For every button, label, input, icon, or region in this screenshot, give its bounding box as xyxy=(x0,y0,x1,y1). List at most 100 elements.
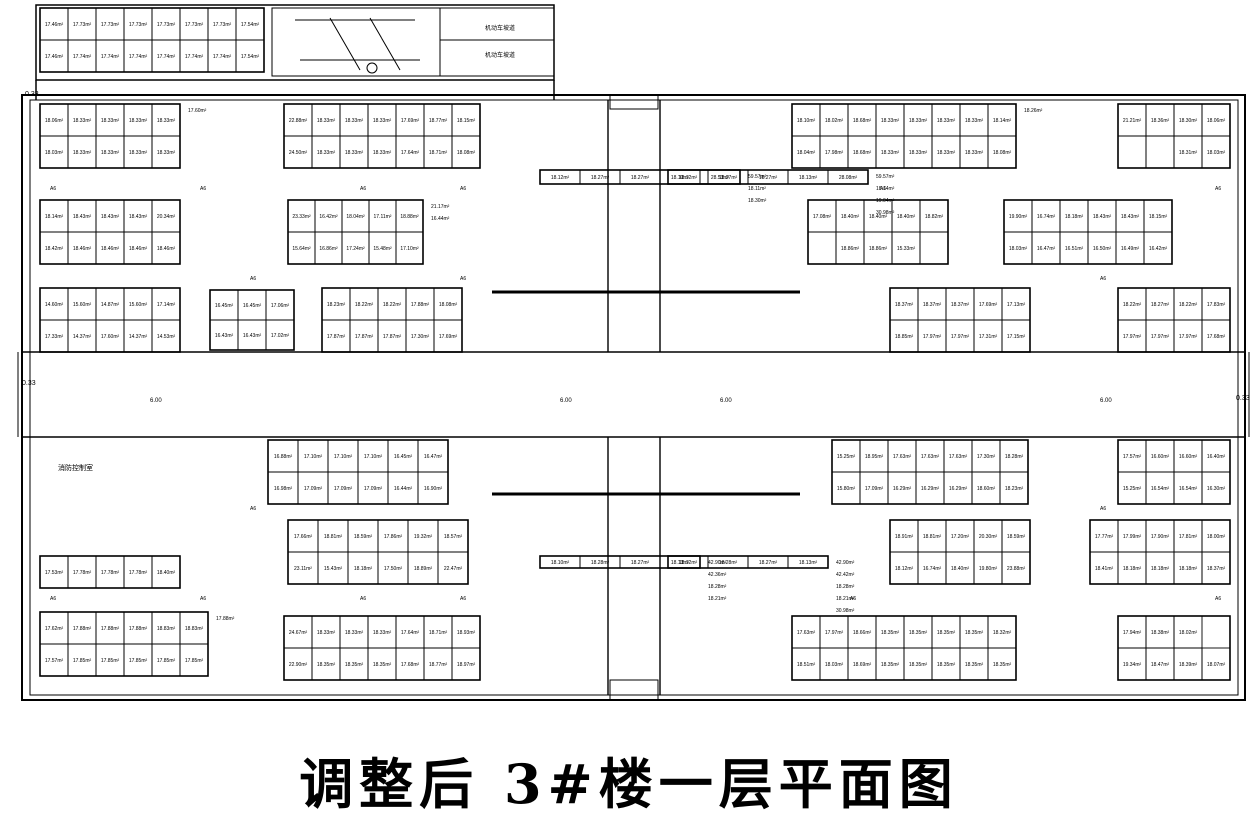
unit-area-label: 18.38m² xyxy=(1151,630,1170,636)
unit-area-label: 16.88m² xyxy=(274,454,293,460)
unit-area-label: 16.86m² xyxy=(319,246,338,252)
unit-area-label: 17.20m² xyxy=(951,534,970,540)
unit-area-label-extra: 18.28m² xyxy=(708,584,727,590)
unit-area-label: 17.66m² xyxy=(294,534,313,540)
shop-unit xyxy=(151,135,181,169)
unit-area-label: 16.98m² xyxy=(274,486,293,492)
unit-area-label: 17.94m² xyxy=(1123,630,1142,636)
unit-area-label-extra: 18.28m² xyxy=(836,584,855,590)
unit-area-label-extra: 30.98m² xyxy=(876,210,895,216)
unit-area-label: 18.08m² xyxy=(457,150,476,156)
unit-area-label: 18.35m² xyxy=(909,662,928,668)
unit-area-label: 17.62m² xyxy=(45,626,64,632)
unit-area-label: 18.04m² xyxy=(346,214,365,220)
unit-area-label: 18.88m² xyxy=(400,214,419,220)
unit-area-label: 17.74m² xyxy=(73,54,92,60)
unit-area-label: 15.25m² xyxy=(1123,486,1142,492)
unit-area-label: 18.33m² xyxy=(345,150,364,156)
unit-area-label: 18.04m² xyxy=(797,150,816,156)
unit-area-label-extra: 18.14m² xyxy=(876,186,895,192)
unit-area-label: 17.74m² xyxy=(185,54,204,60)
plan-caption: 调整后 3#楼一层平面图 xyxy=(299,752,959,816)
unit-area-label: 17.97m² xyxy=(1151,334,1170,340)
unit-area-label: 18.14m² xyxy=(45,214,64,220)
unit-area-label: 16.60m² xyxy=(1151,454,1170,460)
shop-unit xyxy=(787,555,829,569)
unit-area-label: 17.88m² xyxy=(129,626,148,632)
unit-area-label: 17.64m² xyxy=(401,150,420,156)
unit-area-label: 18.37m² xyxy=(1207,566,1226,572)
unit-area-label: 17.64m² xyxy=(401,630,420,636)
unit-area-label: 18.81m² xyxy=(324,534,343,540)
unit-area-label: 16.90m² xyxy=(424,486,443,492)
unit-area-label: 17.87m² xyxy=(327,334,346,340)
unit-area-label: 18.35m² xyxy=(373,662,392,668)
unit-area-label: 18.71m² xyxy=(429,630,448,636)
unit-area-label: 14.37m² xyxy=(129,334,148,340)
unit-area-label: 18.40m² xyxy=(897,214,916,220)
unit-area-label: 18.07m² xyxy=(1207,662,1226,668)
unit-area-label: 20.34m² xyxy=(157,214,176,220)
unit-area-label: 21.21m² xyxy=(1123,118,1142,124)
unit-area-label: 17.85m² xyxy=(157,658,176,664)
door-tag: A6 xyxy=(50,596,56,602)
unit-area-label: 17.15m² xyxy=(1007,334,1026,340)
unit-area-label: 17.10m² xyxy=(364,454,383,460)
unit-area-label: 18.02m² xyxy=(1179,630,1198,636)
unit-area-label: 18.46m² xyxy=(157,246,176,252)
unit-area-label: 17.02m² xyxy=(271,333,290,339)
unit-area-label: 17.68m² xyxy=(401,662,420,668)
unit-area-label: 16.47m² xyxy=(1037,246,1056,252)
door-tag: A6 xyxy=(1100,506,1106,512)
unit-area-label: 18.77m² xyxy=(429,662,448,668)
shop-unit xyxy=(1001,551,1031,585)
unit-area-label: 17.77m² xyxy=(1095,534,1114,540)
unit-area-label: 18.33m² xyxy=(317,630,336,636)
unit-area-label: 18.14m² xyxy=(993,118,1012,124)
unit-area-label: 18.71m² xyxy=(429,150,448,156)
unit-area-label: 17.31m² xyxy=(979,334,998,340)
unit-area-label: 17.30m² xyxy=(411,334,430,340)
unit-area-label-extra: 42.36m² xyxy=(708,572,727,578)
unit-area-label: 17.88m² xyxy=(411,302,430,308)
unit-area-label: 17.90m² xyxy=(1151,534,1170,540)
shop-unit xyxy=(451,647,481,681)
unit-area-label: 17.74m² xyxy=(213,54,232,60)
unit-area-label: 17.69m² xyxy=(401,118,420,124)
unit-area-label: 17.09m² xyxy=(364,486,383,492)
unit-area-label: 17.10m² xyxy=(400,246,419,252)
elevation-label-e: 0.33 xyxy=(1236,395,1250,402)
unit-area-label: 18.43m² xyxy=(73,214,92,220)
unit-area-label: 18.89m² xyxy=(414,566,433,572)
unit-area-label: 16.42m² xyxy=(319,214,338,220)
unit-area-label: 18.03m² xyxy=(1207,150,1226,156)
unit-area-label: 18.91m² xyxy=(895,534,914,540)
unit-area-label: 18.33m² xyxy=(345,118,364,124)
unit-area-label: 17.98m² xyxy=(825,150,844,156)
unit-area-label: 18.18m² xyxy=(1065,214,1084,220)
unit-area-label: 18.57m² xyxy=(444,534,463,540)
unit-area-label: 18.46m² xyxy=(101,246,120,252)
unit-area-label: 18.35m² xyxy=(881,662,900,668)
shop-unit xyxy=(395,231,424,265)
door-tag: A6 xyxy=(50,186,56,192)
unit-area-label: 17.33m² xyxy=(45,334,64,340)
unit-area-label: 17.73m² xyxy=(157,22,176,28)
unit-area-label: 18.33m² xyxy=(909,118,928,124)
unit-area-label: 19.32m² xyxy=(414,534,433,540)
shop-unit xyxy=(179,643,209,677)
shop-unit xyxy=(151,319,181,353)
unit-area-label: 17.46m² xyxy=(45,22,64,28)
unit-area-label: 16.49m² xyxy=(1121,246,1140,252)
shop-unit xyxy=(1201,471,1231,505)
unit-area-label: 22.47m² xyxy=(444,566,463,572)
